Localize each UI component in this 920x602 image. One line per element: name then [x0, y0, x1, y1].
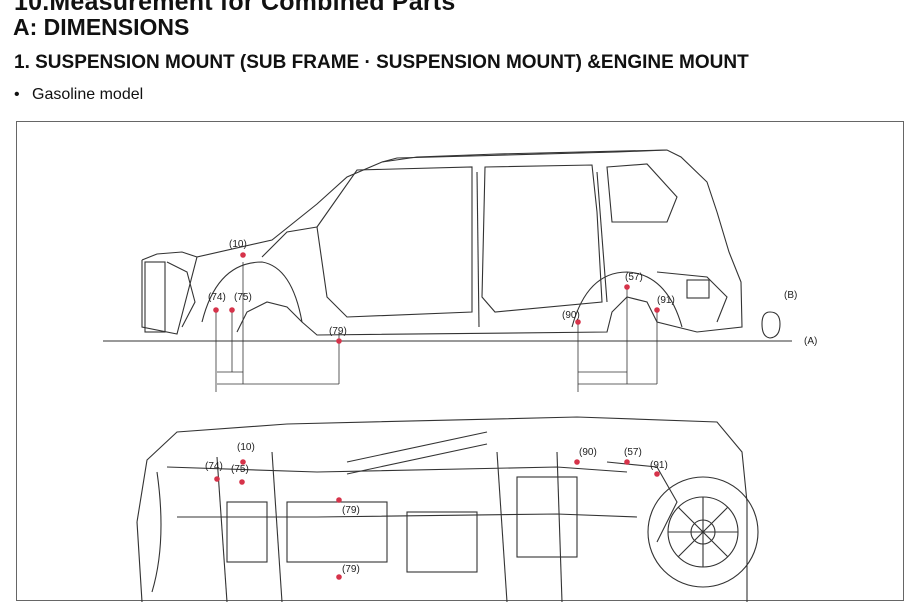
side-label-10: (10): [229, 239, 247, 250]
bottom-points: [214, 459, 660, 580]
side-point-91: [654, 307, 660, 313]
side-point-90: [575, 319, 581, 325]
bottom-label-57: (57): [624, 447, 642, 458]
bottom-label-91: (91): [650, 460, 668, 471]
side-label-57: (57): [625, 272, 643, 283]
bottom-point-75: [239, 479, 245, 485]
bottom-point-74: [214, 476, 220, 482]
page-title-cut: 10.Measurement for Combined Parts: [14, 0, 456, 16]
section-heading: A: DIMENSIONS: [13, 14, 190, 40]
bottom-label-79a: (79): [342, 505, 360, 516]
side-dimension-lines: [215, 262, 658, 392]
side-label-B: (B): [784, 290, 797, 301]
side-label-90: (90): [562, 310, 580, 321]
bottom-label-75: (75): [231, 464, 249, 475]
subsection-heading: 1. SUSPENSION MOUNT (SUB FRAME · SUSPENS…: [14, 52, 749, 73]
side-label-91: (91): [657, 295, 675, 306]
model-bullet: • Gasoline model: [14, 86, 143, 104]
dimension-diagram: (10) (74) (75) (79) (90) (57) (91) (B) (…: [16, 121, 904, 602]
side-point-74: [213, 307, 219, 313]
vehicle-diagram-svg: (10) (74) (75) (79) (90) (57) (91) (B) (…: [103, 149, 817, 602]
bottom-point-57: [624, 459, 630, 465]
side-label-79: (79): [329, 326, 347, 337]
side-point-79: [336, 338, 342, 344]
side-label-75: (75): [234, 292, 252, 303]
bottom-point-91: [654, 471, 660, 477]
bottom-point-79a: [336, 497, 342, 503]
bottom-label-90: (90): [579, 447, 597, 458]
bottom-point-79b: [336, 574, 342, 580]
bullet-text: Gasoline model: [32, 86, 144, 103]
bottom-view-body: [136, 416, 759, 602]
bottom-point-10: [240, 459, 246, 465]
bottom-point-90: [574, 459, 580, 465]
side-view-body: [103, 149, 792, 342]
bottom-label-79b: (79): [342, 564, 360, 575]
bottom-label-10: (10): [237, 442, 255, 453]
side-points: [213, 252, 660, 344]
bottom-labels: (10) (74) (75) (79) (79) (90) (57) (91): [205, 442, 668, 575]
side-point-10: [240, 252, 246, 258]
bullet-dot: •: [14, 86, 20, 103]
bottom-label-74: (74): [205, 461, 223, 472]
side-label-A: (A): [804, 336, 817, 347]
side-point-75: [229, 307, 235, 313]
side-point-57: [624, 284, 630, 290]
side-label-74: (74): [208, 292, 226, 303]
side-labels: (10) (74) (75) (79) (90) (57) (91) (B) (…: [208, 239, 817, 347]
